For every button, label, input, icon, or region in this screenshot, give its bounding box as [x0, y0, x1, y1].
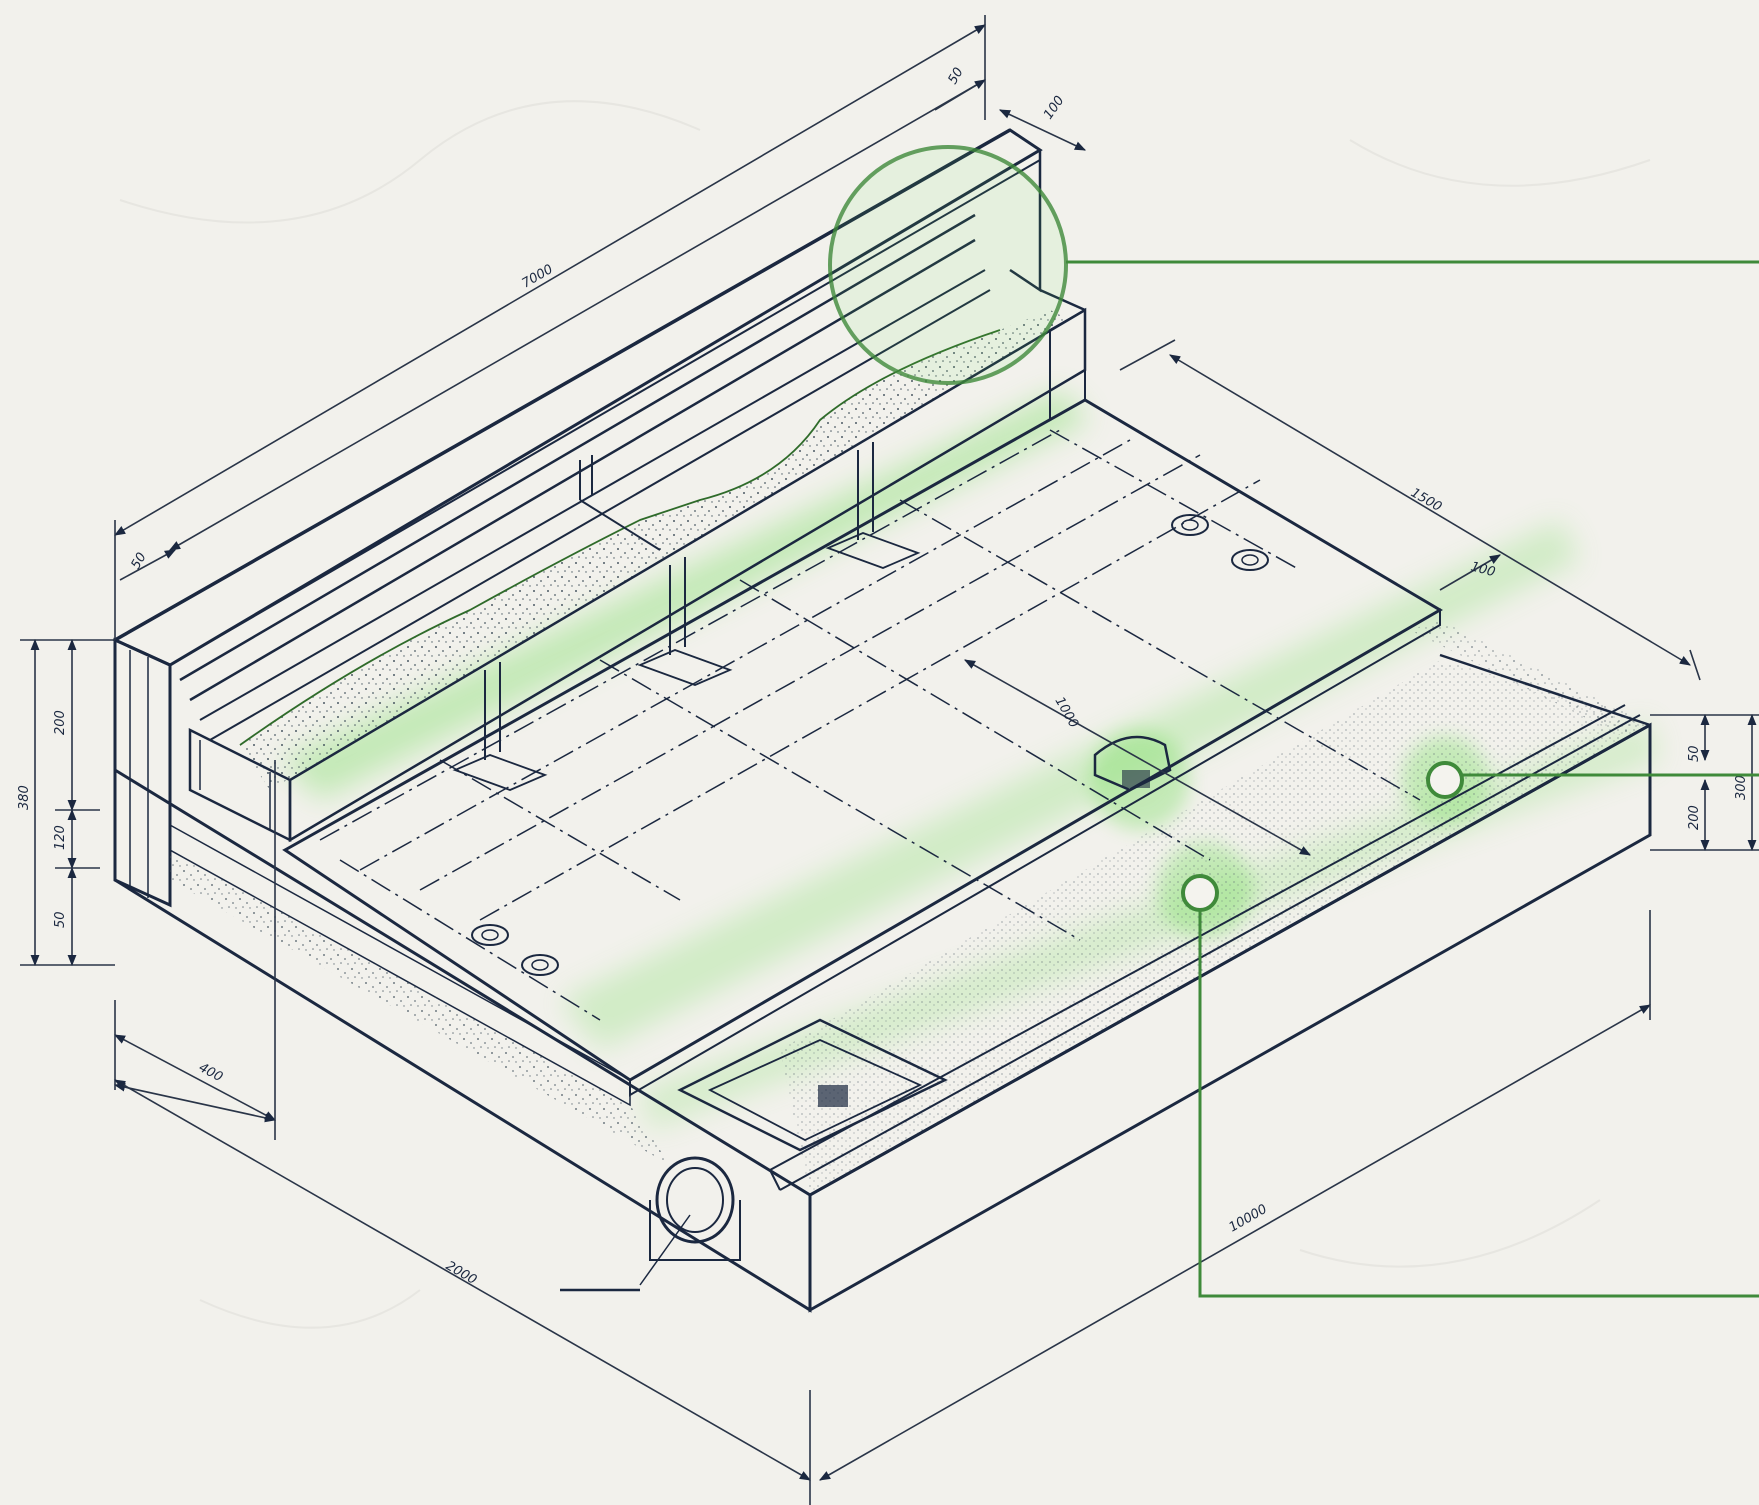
corner-detail-callout [828, 145, 1759, 385]
dim-right-lower: 200 [1687, 805, 1702, 830]
dim-front-right-length: 10000 [1227, 1202, 1270, 1236]
dimension-lines [20, 15, 1759, 1505]
dim-right-total: 300 [1734, 775, 1749, 800]
outlet-pipe [560, 1156, 741, 1292]
dim-right-depth: 1500 [1408, 485, 1444, 515]
dim-front-left-width: 400 [196, 1060, 225, 1085]
dim-left-lower: 50 [53, 911, 68, 928]
dim-mid-span: 1000 [1052, 695, 1082, 731]
dim-front-bottom-length: 2000 [443, 1258, 479, 1288]
slab-marker-callout [1426, 761, 1759, 799]
dim-left-total-height: 380 [17, 785, 32, 810]
dim-top-offset-b: 100 [1041, 93, 1068, 122]
dim-right-small: 100 [1469, 559, 1497, 580]
dim-top-offset-a: 50 [945, 65, 966, 87]
dim-left-mid: 120 [53, 825, 68, 850]
callouts [828, 145, 1759, 1298]
dim-right-top: 50 [1687, 745, 1702, 762]
dim-left-edge: 50 [128, 550, 149, 572]
dim-left-upper: 200 [53, 710, 68, 735]
drain-marker-callout [1181, 874, 1759, 1298]
